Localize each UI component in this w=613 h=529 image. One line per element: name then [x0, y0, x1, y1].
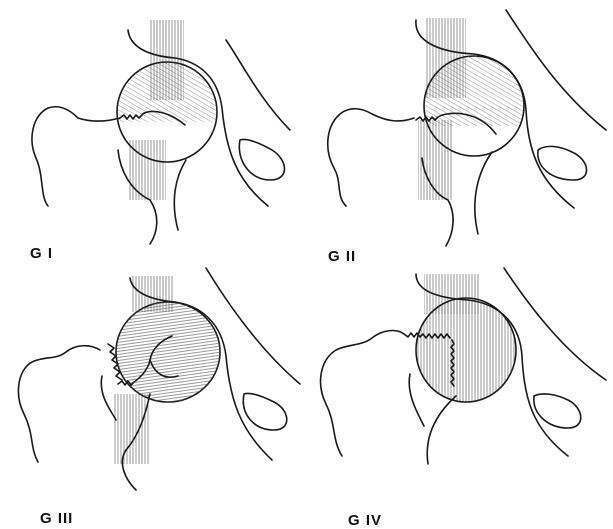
grade-1-label: G I — [30, 245, 53, 262]
panel-grade-2: G II — [306, 0, 612, 264]
grade-2-label: G II — [328, 248, 356, 265]
femoral-head-drawing-grade-4 — [306, 264, 612, 528]
panel-grade-1: G I — [0, 0, 306, 264]
grade-4-label: G IV — [348, 512, 382, 529]
panel-grade-3: G III — [0, 264, 306, 528]
femoral-head-drawing-grade-3 — [0, 264, 306, 528]
femoral-head-drawing-grade-2 — [306, 0, 612, 264]
panel-grade-4: G IV — [306, 264, 612, 528]
femoral-head-drawing-grade-1 — [0, 0, 306, 264]
grade-3-label: G III — [40, 510, 73, 527]
